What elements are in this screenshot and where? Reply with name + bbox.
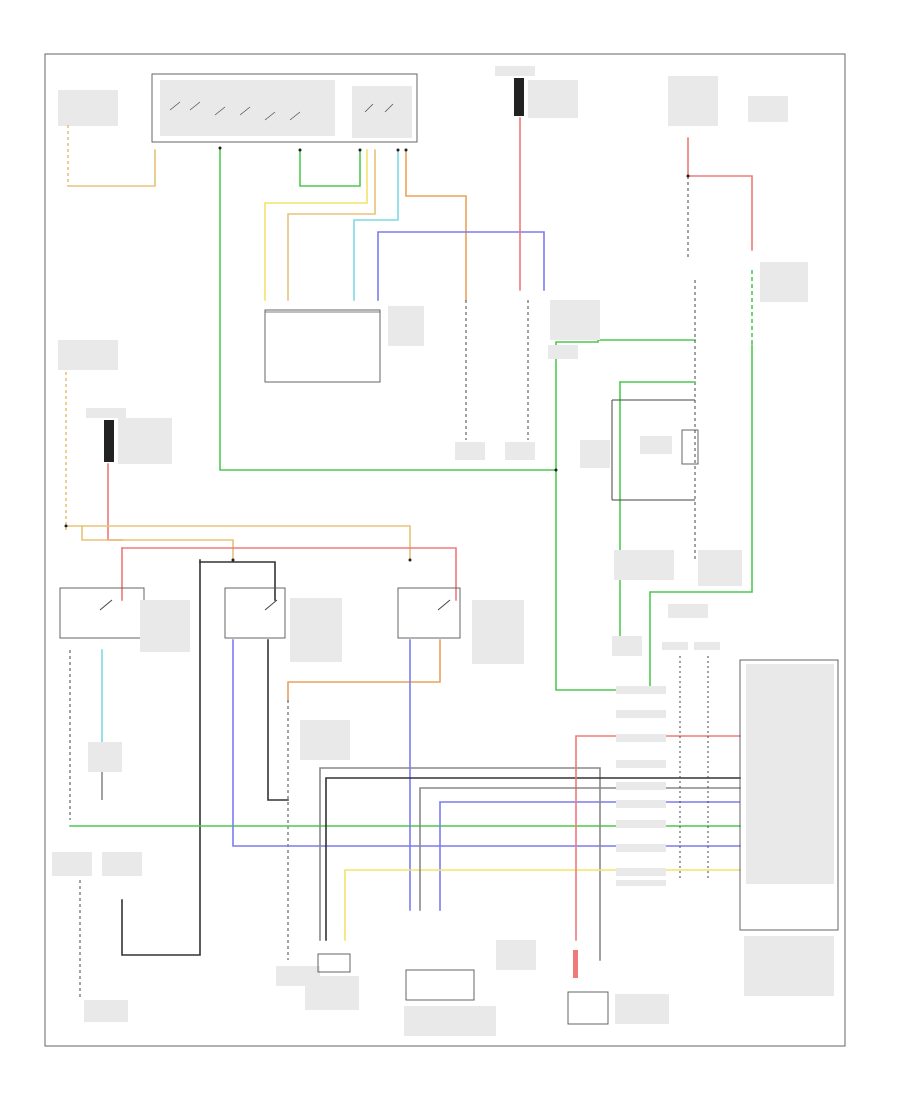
fuse-left <box>86 408 172 464</box>
bottom-connector-center <box>404 940 536 1036</box>
ac-pressure-sensor <box>567 950 669 1025</box>
blower-resistor <box>264 306 424 383</box>
fan-relay-3 <box>397 587 524 664</box>
fan-relay-1 <box>59 587 190 652</box>
diagram-frame <box>44 53 846 1047</box>
cycling-switch <box>580 399 699 501</box>
blower-motor <box>455 300 600 460</box>
fuse-block-top-right <box>668 76 788 126</box>
fuse-top-center <box>495 66 578 118</box>
pcm-connector <box>612 604 839 996</box>
terminal-dots <box>64 146 690 562</box>
control-switch-assembly <box>151 73 418 143</box>
wire-tan-top <box>67 149 156 187</box>
fuse-block-top-left <box>58 90 118 186</box>
pcm-pin-rows <box>616 656 709 886</box>
fan-relay-2 <box>224 587 342 662</box>
fan-speed-sensor <box>305 953 359 1010</box>
